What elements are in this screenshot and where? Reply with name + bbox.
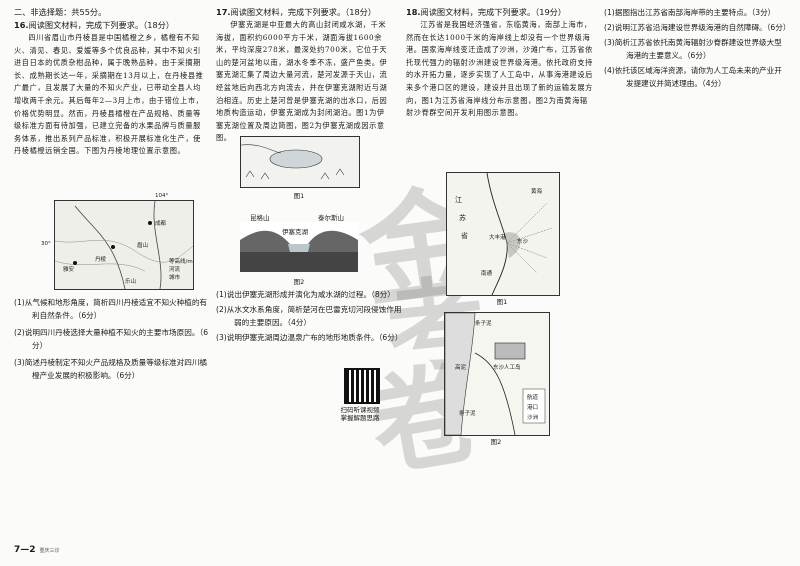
land-region — [445, 313, 476, 435]
danling-map-svg — [55, 201, 193, 289]
issyk-kul-location-map — [240, 136, 360, 188]
legend-port: 港口 — [527, 405, 539, 411]
label-dongsha: 东沙 — [517, 239, 529, 245]
q17-fig1-caption: 图1 — [293, 192, 305, 200]
section-title: 二、非选择题：共55分。 — [14, 7, 107, 17]
chu-river — [241, 144, 282, 154]
legend-box — [522, 388, 546, 424]
legend-channel: 航道 — [527, 395, 539, 401]
label-su: 苏 — [459, 214, 466, 222]
q17-sub-1: (1)说出伊塞克湖形成并演化为咸水湖的过程。（8分） — [216, 290, 395, 299]
river — [74, 205, 126, 289]
q16-sub-1: (1)从气候和地形角度，简析四川丹棱适宜不知火种植的有利自然条件。（6分） — [14, 298, 208, 320]
q18-header: 18.阅读图文材料，完成下列要求。（19分） — [406, 6, 594, 19]
q17-fig2-caption: 图2 — [293, 278, 305, 286]
map-label-danling: 丹棱 — [95, 257, 107, 263]
legend-city: 城市 — [169, 275, 181, 281]
label-jiang: 江 — [455, 196, 462, 204]
question-18: 18.阅读图文材料，完成下列要求。（19分） 江苏省是我国经济强省，东临黄海，南… — [406, 6, 594, 120]
q18-sub-2: (2)说明江苏省沿海建设世界级海港的自然障碍。（6分） — [604, 23, 791, 32]
danling-location-map: 104° 成都 眉山 雅安 丹棱 乐山 30° 等高线/m 河流 城市 — [41, 193, 194, 290]
q18-prompt: 阅读图文材料，完成下列要求。（19分） — [420, 7, 567, 17]
q18-sub-4: (4)依托该区域海洋资源，请你为人工岛未来的产业开发提建议并简述理由。（4分） — [604, 66, 782, 88]
issyk-kul-formation-diagram — [240, 222, 358, 272]
qr-caption-1: 扫码听课视频 — [340, 406, 380, 414]
q18-paragraph: 江苏省是我国经济强省，东临黄海，南部上海市，然而在长达1000千米的海岸线上却没… — [406, 20, 593, 118]
jiangsu-map-svg — [486, 173, 553, 295]
label-dafeng-port: 大丰港 — [489, 235, 506, 241]
issyk-kul-map-svg — [241, 144, 345, 180]
river — [153, 201, 162, 289]
q16-subquestions: (1)从气候和地形角度，简析四川丹棱适宜不知火种植的有利自然条件。（6分） (2… — [14, 296, 214, 382]
question-16: 二、非选择题：共55分。 16.阅读图文材料，完成下列要求。（18分） 四川省眉… — [14, 6, 206, 158]
q17-sub-2: (2)从水文水系角度，简析楚河在巴雷克切河段侵蚀作用弱的主要原因。（4分） — [216, 305, 402, 327]
legend-sandbar: 沙洲 — [527, 415, 539, 421]
contour-line — [55, 260, 146, 272]
q18-sub-3: (3)简析江苏省依托南黄海辐射沙脊群建设世界级大型海港的主要意义。（6分） — [604, 38, 782, 60]
rock-layer-top — [240, 230, 358, 252]
q16-sub-2: (2)说明四川丹棱选择大量种植不知火的主要市场原因。（6分） — [14, 328, 209, 350]
city-marker — [73, 261, 77, 265]
q16-number: 16. — [14, 20, 29, 30]
rock-layer-bottom — [240, 252, 358, 272]
q18-number: 18. — [406, 7, 421, 17]
city-marker — [148, 221, 152, 225]
q18-subquestions: (1)据图指出江苏省南部海岸带的主要特点。（3分） (2)说明江苏省沿海建设世界… — [604, 6, 791, 90]
q16-sub-3: (3)简述丹棱制定不知火产品规格及质量等级标准对四川橘橙产业发展的积极影响。（6… — [14, 358, 208, 380]
sand-area — [505, 232, 521, 258]
question-17: 17.阅读图文材料，完成下列要求。（18分） 伊塞克湖是中亚最大的高山封闭咸水湖… — [216, 6, 388, 145]
map-label-leshan: 乐山 — [125, 279, 137, 285]
artificial-island — [494, 342, 526, 360]
channel — [474, 352, 516, 435]
label-sheng: 省 — [461, 232, 468, 240]
jiangsu-coast-map: 黄海 江 苏 省 东沙 大丰港 南通 — [446, 172, 560, 296]
legend-contour: 等高线/m — [169, 259, 193, 265]
map-label-chengdu: 成都 — [155, 221, 167, 227]
label-nantong: 南通 — [481, 271, 493, 277]
footer-note: 重庆三诊 — [39, 548, 60, 554]
q17-number: 17. — [216, 7, 231, 17]
sand-ridge-svg — [445, 313, 546, 435]
map-label-latitude: 30° — [41, 241, 51, 247]
q16-header: 16.阅读图文材料，完成下列要求。（18分） — [14, 19, 206, 32]
q18-fig2-caption: 图2 — [490, 438, 502, 446]
mountain-pattern — [245, 168, 345, 180]
label-tiaozini: 条子泥 — [475, 321, 492, 327]
q18-fig1-caption: 图1 — [496, 298, 508, 306]
page-number: 7—2 — [14, 545, 36, 555]
q16-paragraph: 四川省眉山市丹棱县是中国橘橙之乡，橘橙有不知火、清见、春见、爱媛等多个优良品种，… — [14, 33, 204, 156]
sand-ridge — [506, 202, 553, 274]
map-label-meishan: 眉山 — [137, 243, 149, 249]
lake-water — [288, 244, 310, 252]
q18-sub-1: (1)据图指出江苏省南部海岸带的主要特点。（3分） — [604, 8, 776, 17]
qr-code[interactable] — [344, 368, 380, 404]
label-gaoni: 高泥 — [455, 365, 467, 371]
sand-ridge-development-map: 条子泥 高泥 东沙人工岛 条子泥 航道 港口 沙洲 — [444, 312, 550, 436]
contour-line — [55, 240, 193, 263]
label-kungey: 昆格山 — [250, 214, 270, 222]
q16-prompt: 阅读图文材料，完成下列要求。（18分） — [28, 20, 175, 30]
q17-paragraph: 伊塞克湖是中亚最大的高山封闭咸水湖，千米海拔，面积约6000平方千米，湖面海拔1… — [216, 20, 388, 143]
qr-caption-2: 掌握解题思路 — [340, 414, 380, 422]
label-issyk-kul: 伊塞克湖 — [282, 228, 308, 236]
label-tiaozini-2: 条子泥 — [459, 411, 476, 417]
q17-sub-3: (3)说明伊塞克湖周边温泉广布的地形地质条件。（6分） — [216, 333, 403, 342]
legend-river: 河流 — [169, 267, 181, 273]
label-yellow-sea: 黄海 — [531, 189, 543, 195]
q17-prompt: 阅读图文材料，完成下列要求。（18分） — [230, 7, 377, 17]
q17-header: 17.阅读图文材料，完成下列要求。（18分） — [216, 6, 388, 19]
label-terskey: 泰尔斯山 — [318, 214, 344, 222]
formation-svg — [240, 230, 358, 272]
city-marker — [111, 245, 115, 249]
label-dongsha-island: 东沙人工岛 — [493, 365, 521, 371]
q17-subquestions: (1)说出伊塞克湖形成并演化为咸水湖的过程。（8分） (2)从水文水系角度，简析… — [216, 288, 402, 344]
map-label-yaan: 雅安 — [63, 267, 75, 273]
lake — [269, 149, 323, 169]
map-label-longitude: 104° — [155, 193, 169, 199]
